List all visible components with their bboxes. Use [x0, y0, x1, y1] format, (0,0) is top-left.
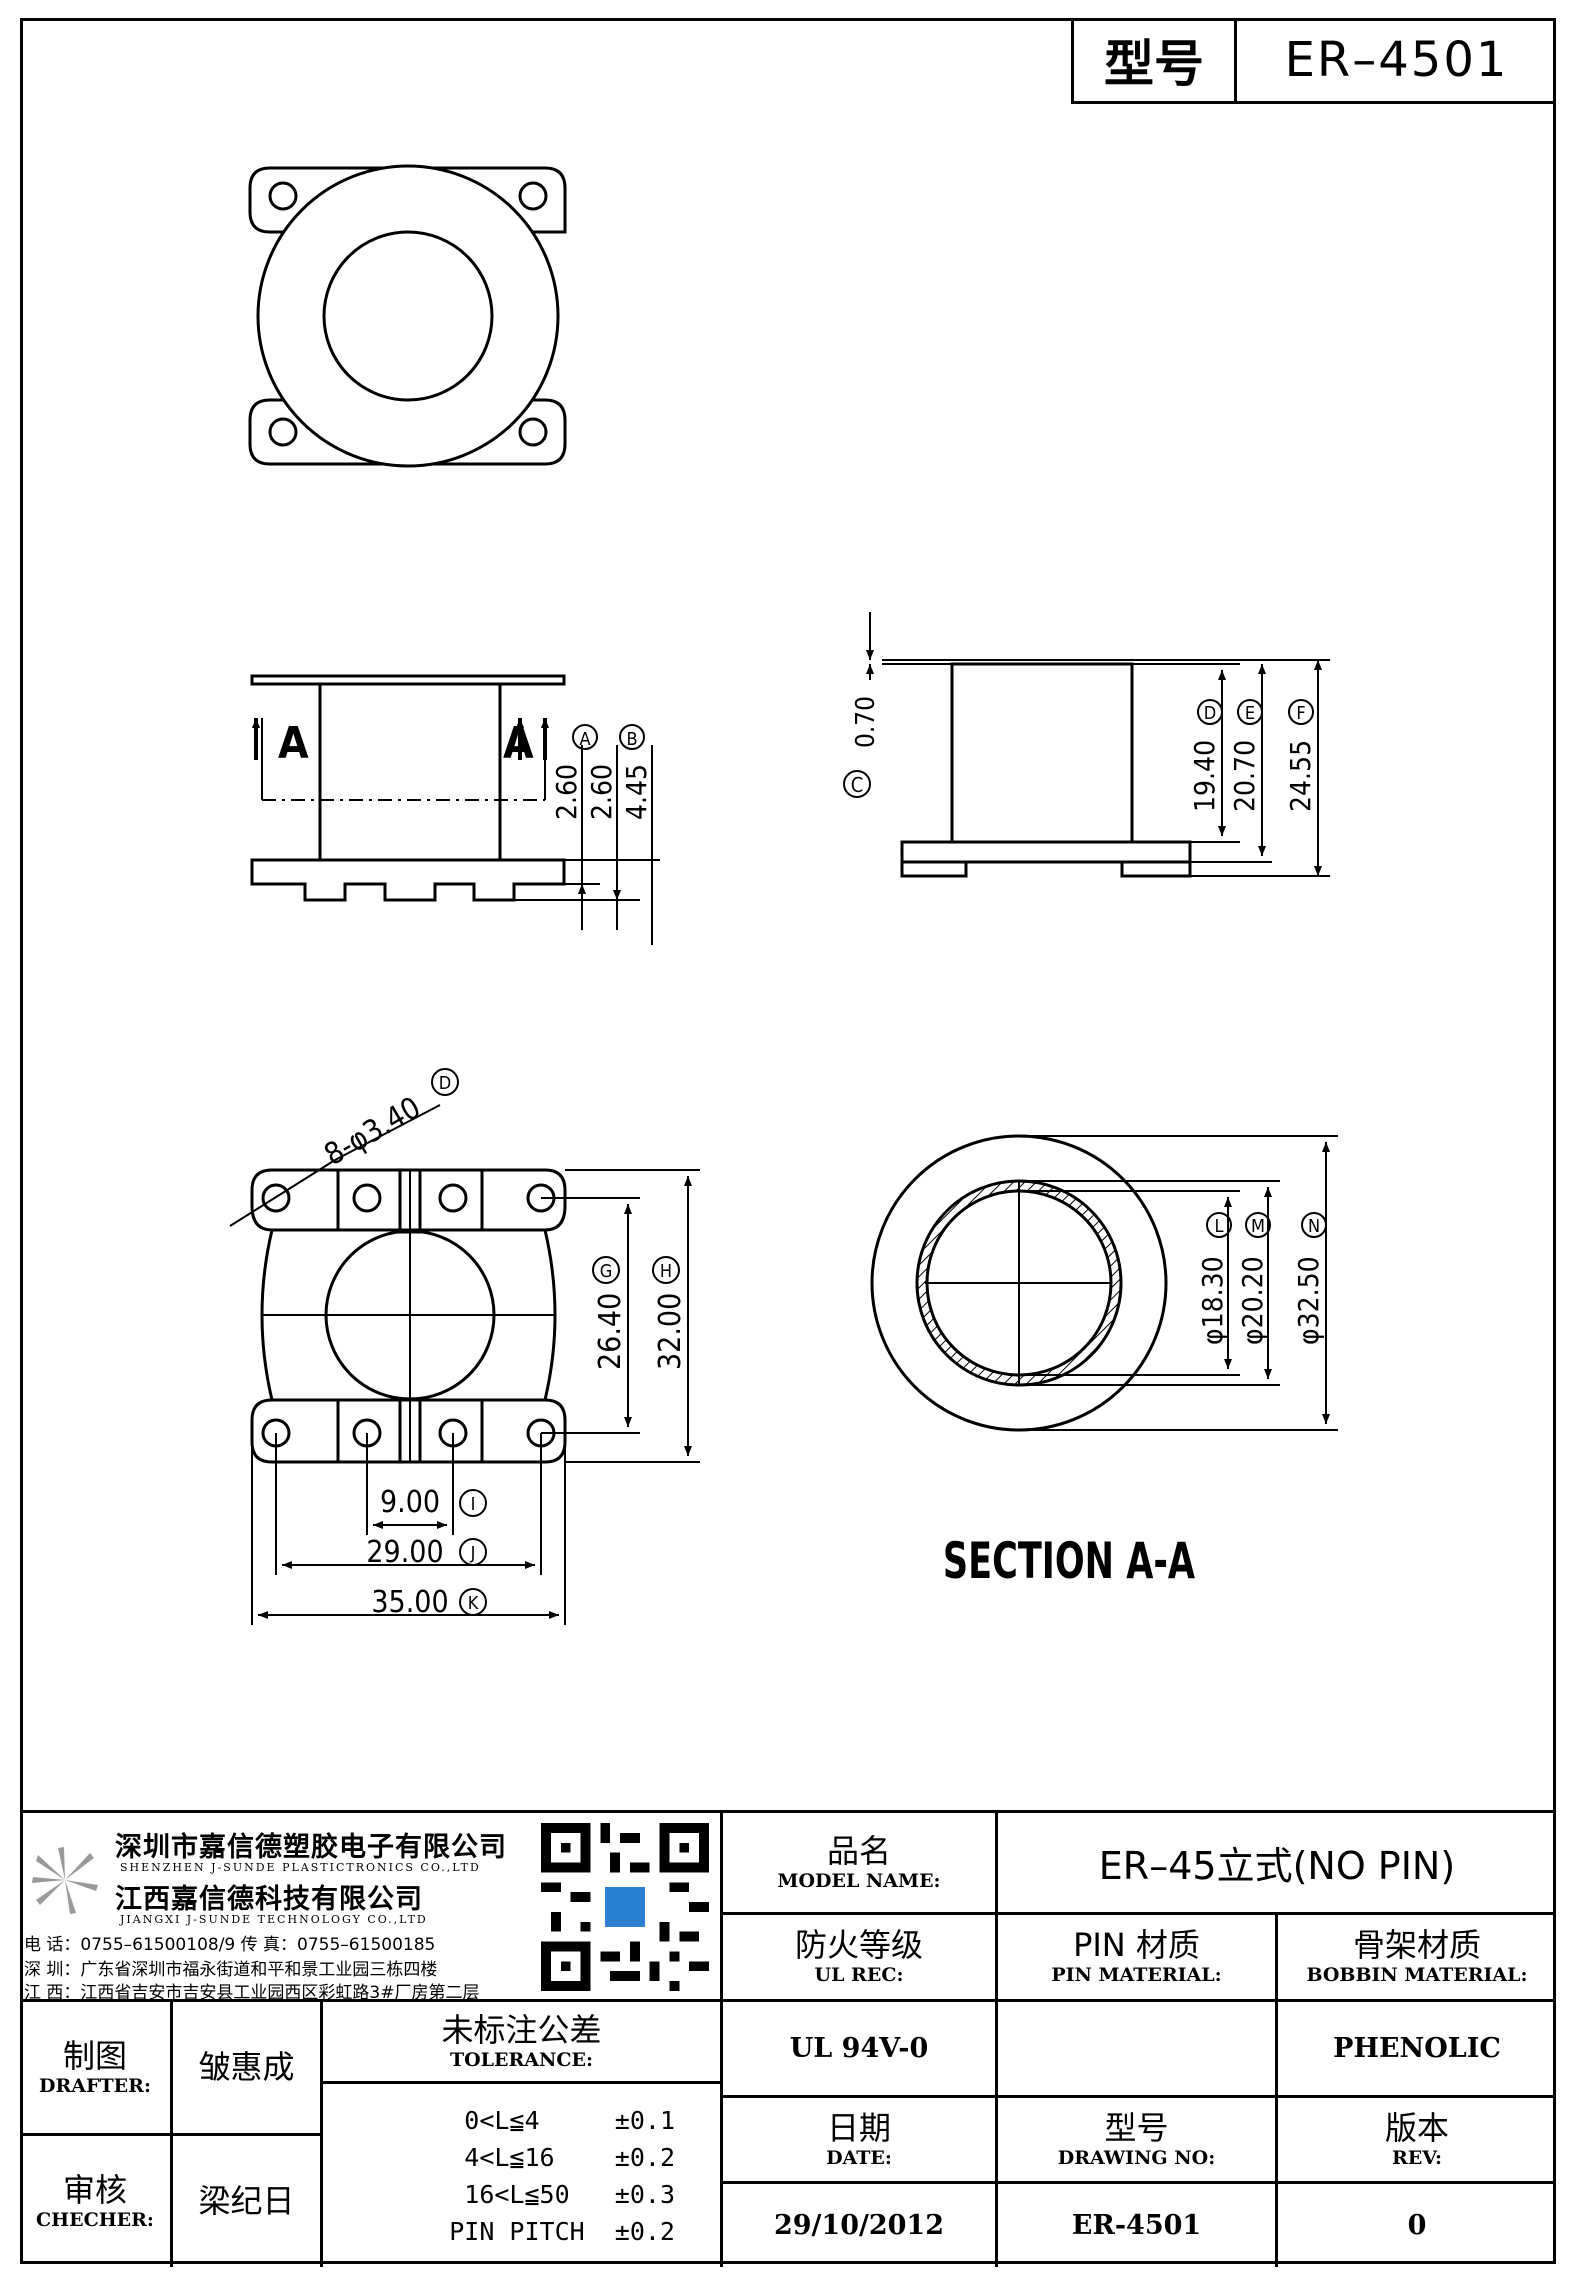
callout-B: B [626, 729, 637, 750]
callout-A: A [579, 729, 590, 750]
company-addr-jx: 江 西：江西省吉安市吉安县工业园西区彩虹路3#厂房第二层 [24, 1983, 480, 2003]
pin-material-value [998, 2002, 1275, 2095]
callout-L: L [1214, 1216, 1223, 1237]
section-view-dimensions [1019, 1135, 1338, 1431]
date-value: 29/10/2012 [773, 2210, 944, 2241]
section-arrow-label-left: A [278, 718, 309, 769]
callout-I: I [471, 1494, 476, 1515]
dim-A: 2.60 [550, 764, 583, 820]
drawing-frame [20, 18, 1556, 2264]
drawing-no-value: ER-4501 [1071, 2210, 1202, 2241]
callout-K: K [468, 1593, 479, 1614]
dim-L: φ18.30 [1196, 1256, 1229, 1345]
qr-code [540, 1823, 710, 1991]
company-addr-sz: 深 圳：广东省深圳市福永街道和平和景工业园三栋四楼 [24, 1960, 438, 1980]
company-name-sz: 深圳市嘉信德塑胶电子有限公司 [115, 1832, 507, 1863]
dim-holes: 8-φ3.40 [319, 1090, 427, 1173]
section-title: SECTION A-A [943, 1531, 1196, 1590]
callout-D: D [1204, 703, 1216, 724]
rev-value: 0 [1407, 2210, 1427, 2241]
tolerance-row: 0<L≦4 ±0.1 [464, 2105, 675, 2135]
dim-G: 26.40 [593, 1293, 628, 1370]
section-view [870, 1134, 1168, 1432]
bottom-view [250, 1168, 567, 1464]
bobbin-material-value: PHENOLIC [1333, 2033, 1501, 2064]
company-name-jx-en: JIANGXI J-SUNDE TECHNOLOGY CO.,LTD [120, 1913, 428, 1926]
callout-M: M [1251, 1216, 1265, 1237]
callout-F: F [1296, 703, 1305, 724]
side-view-dimensions [843, 612, 1330, 877]
front-view [250, 674, 566, 902]
dim-D: 19.40 [1188, 740, 1221, 812]
technical-drawing: A A 2.60 2.60 4.45 A B [229, 164, 1338, 1625]
dim-E: 20.70 [1228, 740, 1261, 812]
tolerance-row: PIN PITCH ±0.2 [449, 2216, 675, 2246]
callout-J: J [470, 1543, 476, 1564]
tolerance-row: 4<L≦16 ±0.2 [464, 2142, 675, 2172]
ul-value: UL 94V-0 [789, 2033, 929, 2064]
top-view [248, 164, 567, 468]
callout-N: N [1308, 1216, 1320, 1237]
dim-F: 24.55 [1284, 740, 1317, 812]
dim-J: 29.00 [366, 1535, 443, 1570]
company-logo [28, 1843, 103, 1918]
dim-H: 32.00 [653, 1293, 688, 1370]
side-view [882, 659, 1220, 878]
company-phone: 电 话：0755–61500108/9 传 真：0755–61500185 [24, 1935, 436, 1955]
company-info: 深圳市嘉信德塑胶电子有限公司 SHENZHEN J-SUNDE PLASTICT… [20, 1821, 720, 2003]
company-name-jx: 江西嘉信德科技有限公司 [115, 1884, 423, 1915]
dim-M: φ20.20 [1236, 1256, 1269, 1345]
callout-hole: D [439, 1073, 451, 1094]
model-name-value: ER–45立式(NO PIN) [1098, 1844, 1456, 1888]
dim-N: φ32.50 [1292, 1256, 1325, 1345]
dim-I: 9.00 [380, 1485, 440, 1520]
dim-K: 35.00 [371, 1585, 448, 1620]
bottom-view-dimensions [229, 1068, 700, 1625]
callout-E: E [1245, 703, 1255, 724]
callout-H: H [660, 1261, 672, 1282]
model-name-label: 品名 MODEL NAME: [777, 1831, 941, 1892]
model-number-box: 型号 ER–4501 [1071, 18, 1556, 104]
title-block: 深圳市嘉信德塑胶电子有限公司 SHENZHEN J-SUNDE PLASTICT… [20, 1810, 1556, 2267]
company-name-sz-en: SHENZHEN J-SUNDE PLASTICTRONICS CO.,LTD [120, 1861, 481, 1874]
callout-G: G [600, 1261, 613, 1282]
checker-value: 梁纪日 [198, 2182, 295, 2221]
drafter-value: 皱惠成 [198, 2048, 295, 2087]
front-view-dimensions [514, 724, 660, 945]
dim-C: 0.70 [851, 696, 881, 748]
model-label: 型号 [1074, 18, 1237, 101]
dim-B: 4.45 [620, 764, 653, 820]
tolerance-row: 16<L≦50 ±0.3 [464, 2179, 675, 2209]
dim-A2: 2.60 [585, 764, 618, 820]
callout-C: C [851, 773, 864, 797]
model-value: ER–4501 [1284, 31, 1509, 88]
tolerance-list: 0<L≦4 ±0.1 4<L≦16 ±0.2 16<L≦50 ±0.3 PIN … [323, 2084, 720, 2267]
section-arrow-label-right: A [503, 718, 534, 769]
